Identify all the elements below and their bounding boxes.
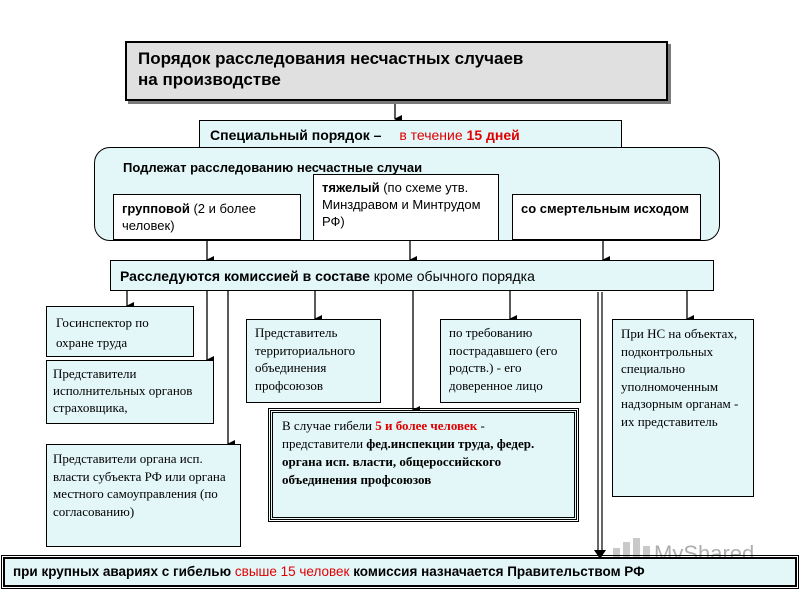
- member-inspector: Госинспектор по охране труда: [46, 306, 194, 357]
- special-procedure-days: 15 дней: [466, 127, 520, 143]
- footer-prefix: при крупных авариях с гибелью: [13, 564, 232, 579]
- case-group: групповой (2 и более человек): [113, 194, 301, 240]
- footer-suffix: комиссия назначается Правительством РФ: [353, 564, 645, 579]
- title-line-2: на производстве: [138, 70, 281, 89]
- case-group-type: групповой: [122, 201, 190, 216]
- fatal-note-count: 5 и более человек: [375, 418, 478, 433]
- member-insurer: Представители исполнительных органов стр…: [46, 360, 214, 424]
- case-severe-type: тяжелый: [322, 180, 380, 195]
- case-group-detail: (2 и более человек): [122, 201, 256, 233]
- fatal-note: В случае гибели 5 и более человек - пред…: [268, 408, 579, 522]
- subject-heading: Подлежат расследованию несчастные случаи: [123, 160, 423, 175]
- commission-label: Расследуются комиссией в составе: [120, 268, 370, 284]
- fatal-note-middle: - представители: [282, 418, 485, 451]
- special-procedure-bar: Специальный порядок – в течение 15 дней: [199, 120, 622, 149]
- special-procedure-label: Специальный порядок –: [210, 127, 382, 143]
- case-fatal: со смертельным исходом: [512, 194, 701, 240]
- double-arrow-to-footer: [594, 292, 606, 559]
- diagram-title: Порядок расследования несчастных случаев…: [125, 41, 668, 101]
- fatal-note-bodies: фед.инспекции труда, федер. органа исп. …: [282, 436, 535, 487]
- commission-note: кроме обычного порядка: [373, 268, 535, 284]
- fatal-note-prefix: В случае гибели: [282, 418, 372, 433]
- member-union: Представитель территориального объединен…: [246, 319, 381, 403]
- case-severe-detail: (по схеме утв. Минздравом и Минтрудом РФ…: [322, 180, 481, 229]
- member-supervision: При НС на объектах, подконтрольных специ…: [612, 319, 754, 497]
- title-line-1: Порядок расследования несчастных случаев: [138, 49, 524, 68]
- case-fatal-type: со смертельным исходом: [521, 201, 690, 216]
- footer-bar: при крупных авариях с гибелью свыше 15 ч…: [1, 555, 799, 589]
- special-procedure-deadline: в течение: [399, 127, 463, 143]
- member-authority: Представители органа исп. власти субъект…: [46, 444, 241, 547]
- commission-bar: Расследуются комиссией в составе кроме о…: [110, 260, 714, 291]
- member-victim-representative: по требованию пострадавшего (его родств.…: [440, 319, 581, 403]
- case-severe: тяжелый (по схеме утв. Минздравом и Минт…: [313, 174, 499, 241]
- footer-highlight: свыше 15 человек: [234, 564, 350, 579]
